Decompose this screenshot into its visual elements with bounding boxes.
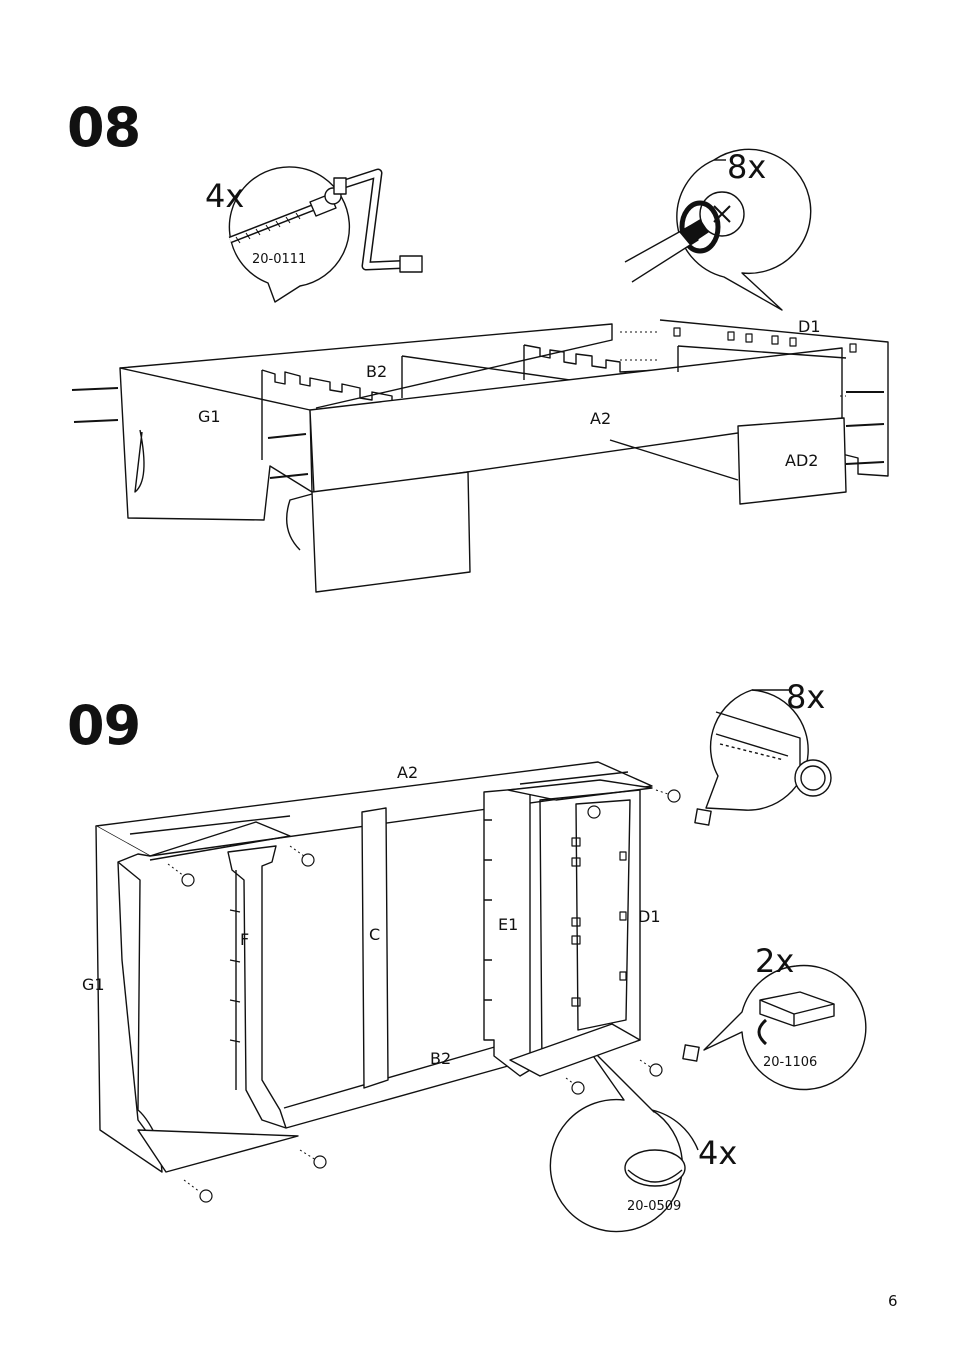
label-f: F <box>240 930 249 949</box>
screw-quantity: 8x <box>727 148 766 186</box>
label-b2: B2 <box>366 362 387 381</box>
glide-part-code: 20-0509 <box>627 1199 681 1214</box>
label-a2: A2 <box>397 763 418 782</box>
glide-callout <box>549 1039 699 1233</box>
label-d1: D1 <box>638 907 661 926</box>
label-c: C <box>369 925 380 944</box>
screwdriver-callout <box>624 148 812 311</box>
dowel-part-code: 20-0111 <box>252 252 306 267</box>
panel-ad2 <box>737 417 847 505</box>
page-number: 6 <box>888 1292 898 1310</box>
label-a2: A2 <box>590 409 611 428</box>
label-b2: B2 <box>430 1049 451 1068</box>
step-09-drawing <box>95 689 867 1233</box>
label-g1: G1 <box>82 975 105 994</box>
panel-g1 <box>119 367 313 521</box>
cap-callout <box>705 689 832 811</box>
cam-lock-icon <box>679 200 721 254</box>
allen-key-icon <box>333 168 423 273</box>
step-08-labels: 4x 20-0111 8x G1 B2 A2 D1 AD2 <box>198 148 821 470</box>
dowel-callout <box>228 166 423 303</box>
step-09-number: 09 <box>67 694 141 757</box>
panel-e1 <box>483 787 531 1077</box>
floor-glide-icon <box>624 1149 686 1187</box>
pad-part-code: 20-1106 <box>763 1055 817 1070</box>
label-g1: G1 <box>198 407 221 426</box>
pad-callout <box>703 964 867 1091</box>
label-ad2: AD2 <box>785 451 818 470</box>
dowel-quantity: 4x <box>205 177 244 215</box>
panel-g1-side <box>95 825 163 1173</box>
step-09-labels: 8x 2x 20-1106 4x 20-0509 A2 G1 F C E1 D1… <box>82 678 825 1214</box>
label-d1: D1 <box>798 317 821 336</box>
cap-quantity: 8x <box>786 678 825 716</box>
label-e1: E1 <box>498 915 518 934</box>
fitting-icons <box>673 327 857 353</box>
glide-feet <box>181 789 681 1203</box>
panel-c <box>361 807 389 1089</box>
panel-f <box>227 845 287 1129</box>
connector-bolts <box>71 387 885 479</box>
glide-quantity: 4x <box>698 1134 737 1172</box>
cover-cap-icon <box>794 759 832 797</box>
step-08-drawing <box>71 148 889 593</box>
step-08-number: 08 <box>67 96 141 159</box>
pad-quantity: 2x <box>755 942 794 980</box>
